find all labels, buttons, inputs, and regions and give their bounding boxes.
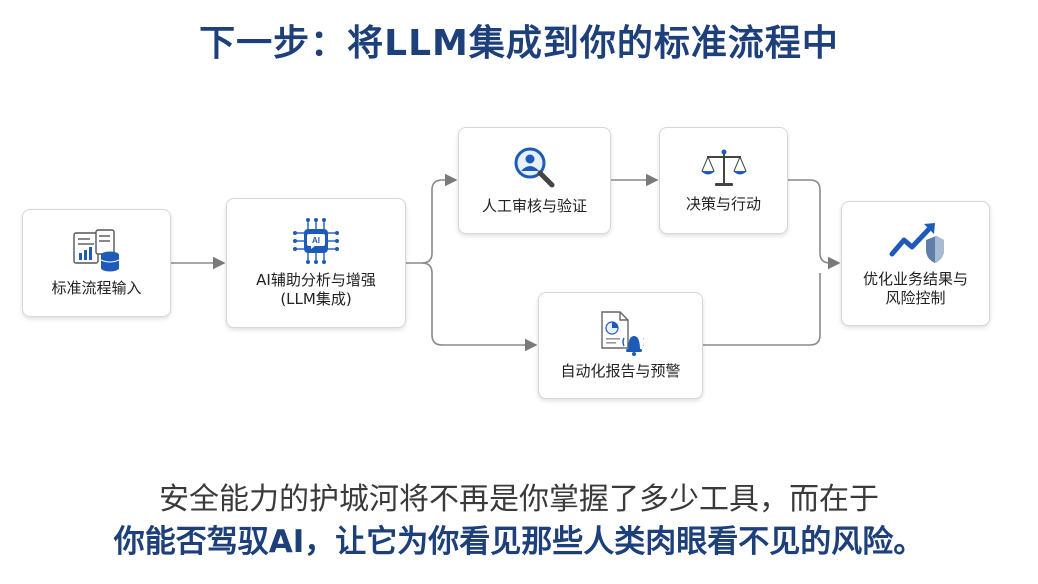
page-title: 下一步：将LLM集成到你的标准流程中 bbox=[199, 23, 839, 64]
arrow-ai-to-review bbox=[406, 173, 458, 264]
node-label: 标准流程输入 bbox=[51, 278, 142, 297]
ai-chip-icon: AI bbox=[293, 218, 339, 264]
node-label: 自动化报告与预警 bbox=[560, 362, 681, 380]
chip-text: AI bbox=[312, 236, 320, 245]
node-auto-report: 自动化报告与预警 bbox=[538, 292, 703, 399]
node-ai-analysis: AI AI辅助分析与增强 (LLM集成) bbox=[226, 198, 406, 328]
conclusion-line-1: 安全能力的护城河将不再是你掌握了多少工具，而在于 bbox=[159, 482, 879, 517]
node-label: 优化业务结果与 风险控制 bbox=[862, 269, 968, 307]
node-label: 人工审核与验证 bbox=[481, 197, 587, 215]
node-decision-action: 决策与行动 bbox=[659, 127, 788, 234]
document-database-icon bbox=[72, 228, 119, 271]
arrow-decide-to-out bbox=[788, 179, 841, 270]
node-standard-input: 标准流程输入 bbox=[22, 209, 171, 317]
node-optimized-outcome: 优化业务结果与 风险控制 bbox=[841, 201, 990, 326]
scales-icon bbox=[700, 149, 747, 186]
node-human-review: 人工审核与验证 bbox=[458, 127, 611, 234]
trend-shield-icon bbox=[889, 222, 944, 263]
magnifier-person-icon bbox=[514, 147, 554, 188]
report-bell-icon bbox=[600, 311, 644, 356]
node-label: 决策与行动 bbox=[685, 195, 761, 213]
node-label: AI辅助分析与增强 (LLM集成) bbox=[256, 271, 376, 308]
conclusion-line-2: 你能否驾驭AI，让它为你看见那些人类肉眼看不见的风险。 bbox=[113, 524, 925, 560]
arrow-report-to-out bbox=[703, 273, 821, 346]
arrow-ai-to-report bbox=[421, 262, 538, 352]
